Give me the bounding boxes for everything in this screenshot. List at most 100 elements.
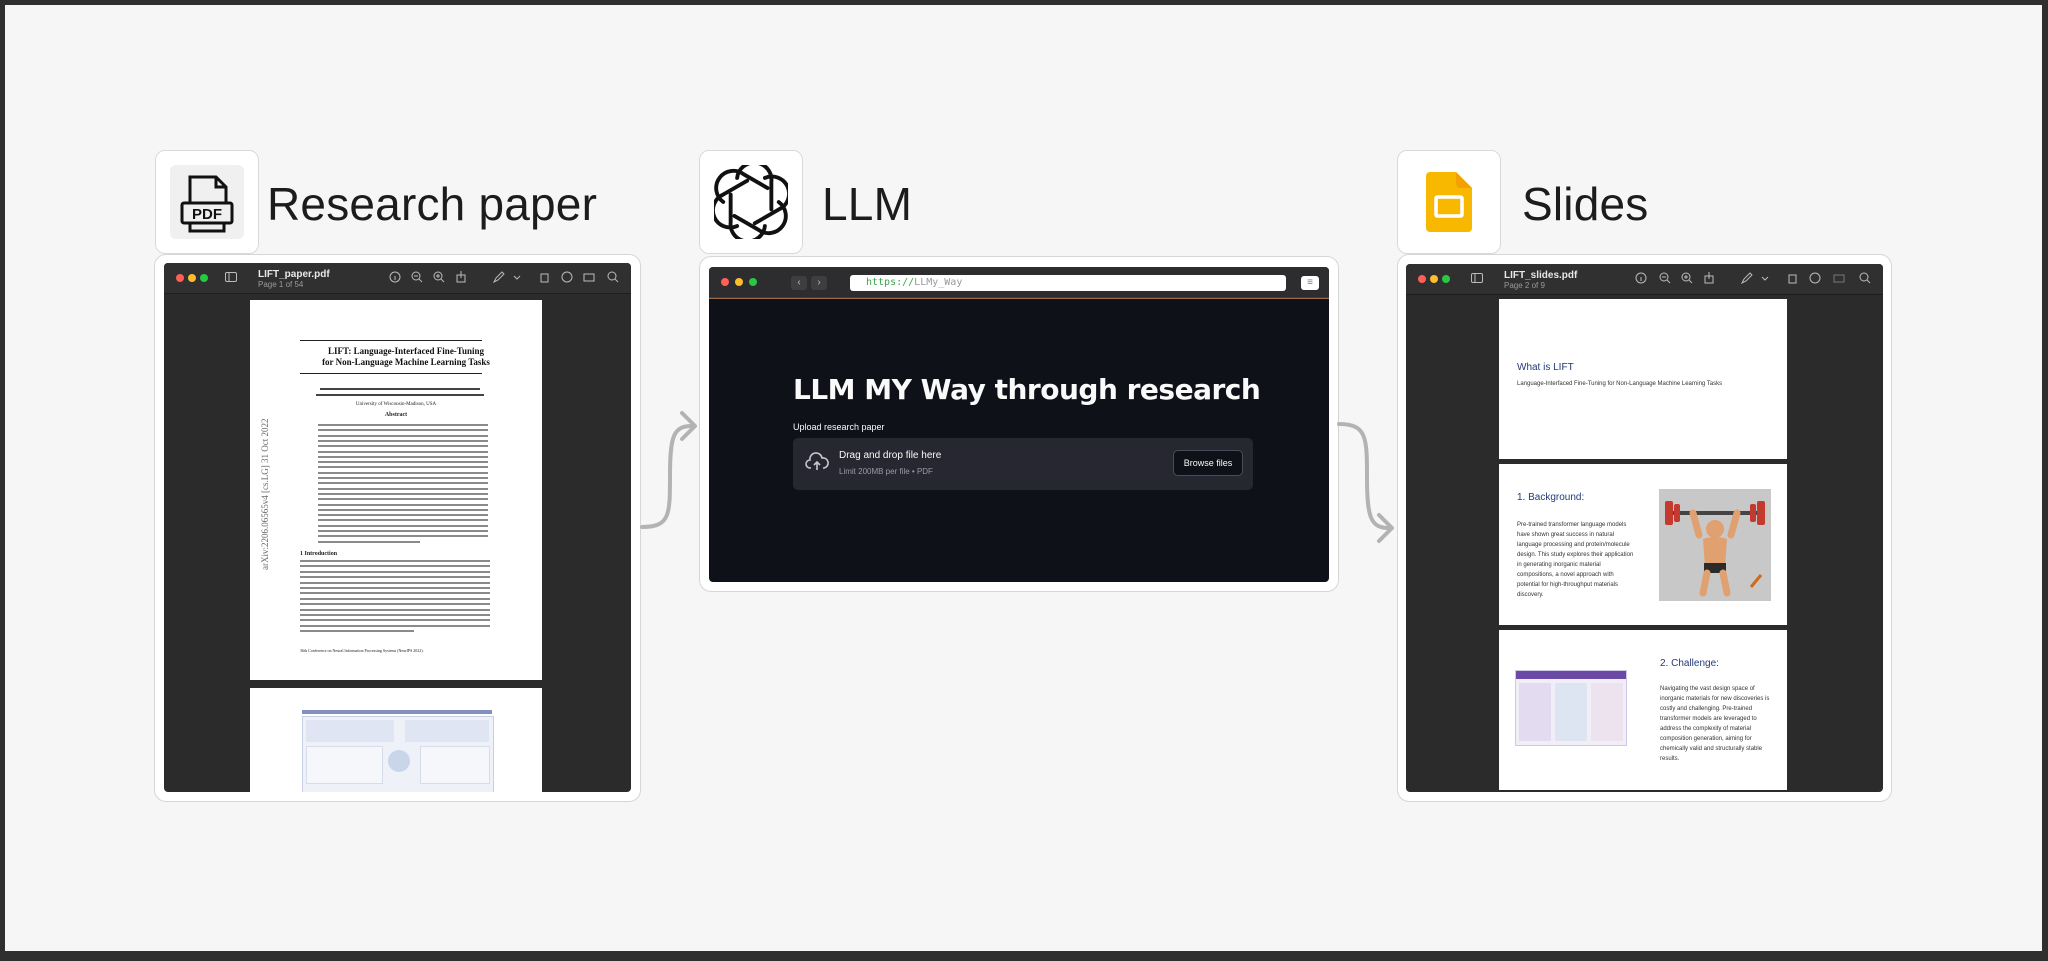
slide-2-body: Pre-trained transformer language models … [1517,522,1634,598]
annotate-icon[interactable] [1808,271,1822,285]
zoom-out-icon[interactable] [410,270,424,284]
info-icon[interactable] [1634,271,1648,285]
title-rule-bottom [300,373,482,374]
text-line [318,530,488,532]
text-line [300,581,490,584]
markup-pen-icon[interactable] [1740,271,1754,285]
text-line [318,439,488,442]
text-line [318,519,488,522]
text-line [300,614,490,616]
file-dropzone[interactable]: Drag and drop file here Limit 200MB per … [793,438,1253,490]
share-icon[interactable] [454,270,468,284]
poster-header [1516,671,1626,679]
close-window-button[interactable] [176,274,184,282]
llm-browser-window: ‹ › https://LLMy_Way ≡ LLM MY Way throug… [709,267,1329,582]
slides-preview-window: LIFT_slides.pdf Page 2 of 9 What is LIFT… [1406,264,1883,792]
zoom-window-button[interactable] [200,274,208,282]
chevron-down-icon[interactable] [1758,271,1772,285]
slides-page-info: Page 2 of 9 [1504,281,1545,290]
annotate-icon[interactable] [560,270,574,284]
minimize-window-button[interactable] [735,278,743,286]
paper-toolbar: LIFT_paper.pdf Page 1 of 54 [164,263,631,294]
address-bar[interactable]: https://LLMy_Way [850,275,1286,291]
search-icon[interactable] [606,270,620,284]
text-line [300,603,490,606]
author-line [316,394,484,396]
text-line [300,630,414,633]
text-line [318,508,488,511]
url-path: LLMy_Way [914,277,963,288]
text-line [318,466,488,469]
text-line [318,535,488,538]
paper-page-info: Page 1 of 54 [258,280,304,289]
weightlifter-illustration [1659,489,1771,601]
zoom-in-icon[interactable] [1680,271,1694,285]
text-line [300,624,490,627]
browse-files-button[interactable]: Browse files [1173,450,1243,476]
close-window-button[interactable] [721,278,729,286]
form-fill-icon[interactable] [1832,271,1846,285]
zoom-in-icon[interactable] [432,270,446,284]
conference-footer: 36th Conference on Neural Information Pr… [300,648,424,653]
text-line [300,560,490,562]
text-line [318,450,488,453]
llm-heading: LLM [822,178,913,230]
sidebar-toggle-icon[interactable] [224,270,238,284]
figure-prompts [306,746,383,784]
minimize-window-button[interactable] [1430,275,1438,283]
zoom-window-button[interactable] [1442,275,1450,283]
chevron-down-icon[interactable] [510,270,524,284]
sidebar-toggle-icon[interactable] [1470,271,1484,285]
text-line [318,471,488,474]
poster-col-3 [1591,683,1623,741]
slides-toolbar: LIFT_slides.pdf Page 2 of 9 [1406,264,1883,295]
svg-text:PDF: PDF [192,206,222,223]
text-line [318,461,488,464]
text-line [300,597,490,600]
share-icon[interactable] [1702,271,1716,285]
slide-1-subtitle: Language-Interfaced Fine-Tuning for Non-… [1517,381,1723,387]
text-line [318,477,488,479]
zoom-window-button[interactable] [749,278,757,286]
text-line [318,514,488,517]
forward-button[interactable]: › [811,276,827,290]
text-line [300,608,490,611]
title-rule-top [300,340,482,341]
cloud-upload-icon [805,452,829,470]
minimize-window-button[interactable] [188,274,196,282]
openai-logo-icon [714,165,788,239]
paper-filename: LIFT_paper.pdf [258,269,330,280]
browser-progress-line [709,298,1329,299]
slides-filename: LIFT_slides.pdf [1504,270,1578,281]
info-icon[interactable] [388,270,402,284]
slide-1: What is LIFT Language-Interfaced Fine-Tu… [1499,299,1787,459]
close-window-button[interactable] [1418,275,1426,283]
flow-arrow-llm-to-slides [1337,422,1394,543]
slide-1-title: What is LIFT [1517,362,1574,373]
text-line [300,619,490,622]
app-title: LLM MY Way through research [793,373,1261,406]
text-line [318,429,488,432]
search-icon[interactable] [1858,271,1872,285]
rotate-icon[interactable] [1786,271,1800,285]
text-line [300,576,490,579]
text-line [318,492,488,495]
upload-label: Upload research paper [793,422,885,432]
menu-button[interactable]: ≡ [1301,276,1319,290]
author-line [320,388,480,390]
zoom-out-icon[interactable] [1658,271,1672,285]
paper-preview-window: LIFT_paper.pdf Page 1 of 54 LIFT: Langua… [164,263,631,792]
paper-title-line-2: for Non-Language Machine Learning Tasks [322,357,490,367]
text-line [318,424,488,426]
markup-pen-icon[interactable] [492,270,506,284]
figure-llm-node [388,750,410,772]
text-line [318,445,488,448]
text-line [318,503,488,506]
arxiv-stamp: arXiv:2206.06565v4 [cs.LG] 31 Oct 2022 [260,418,270,570]
slide-3-title: 2. Challenge: [1660,658,1719,669]
back-button[interactable]: ‹ [791,276,807,290]
abstract-heading: Abstract [384,412,408,418]
dropzone-limit: Limit 200MB per file • PDF [839,467,933,476]
rotate-icon[interactable] [538,270,552,284]
form-fill-icon[interactable] [582,270,596,284]
